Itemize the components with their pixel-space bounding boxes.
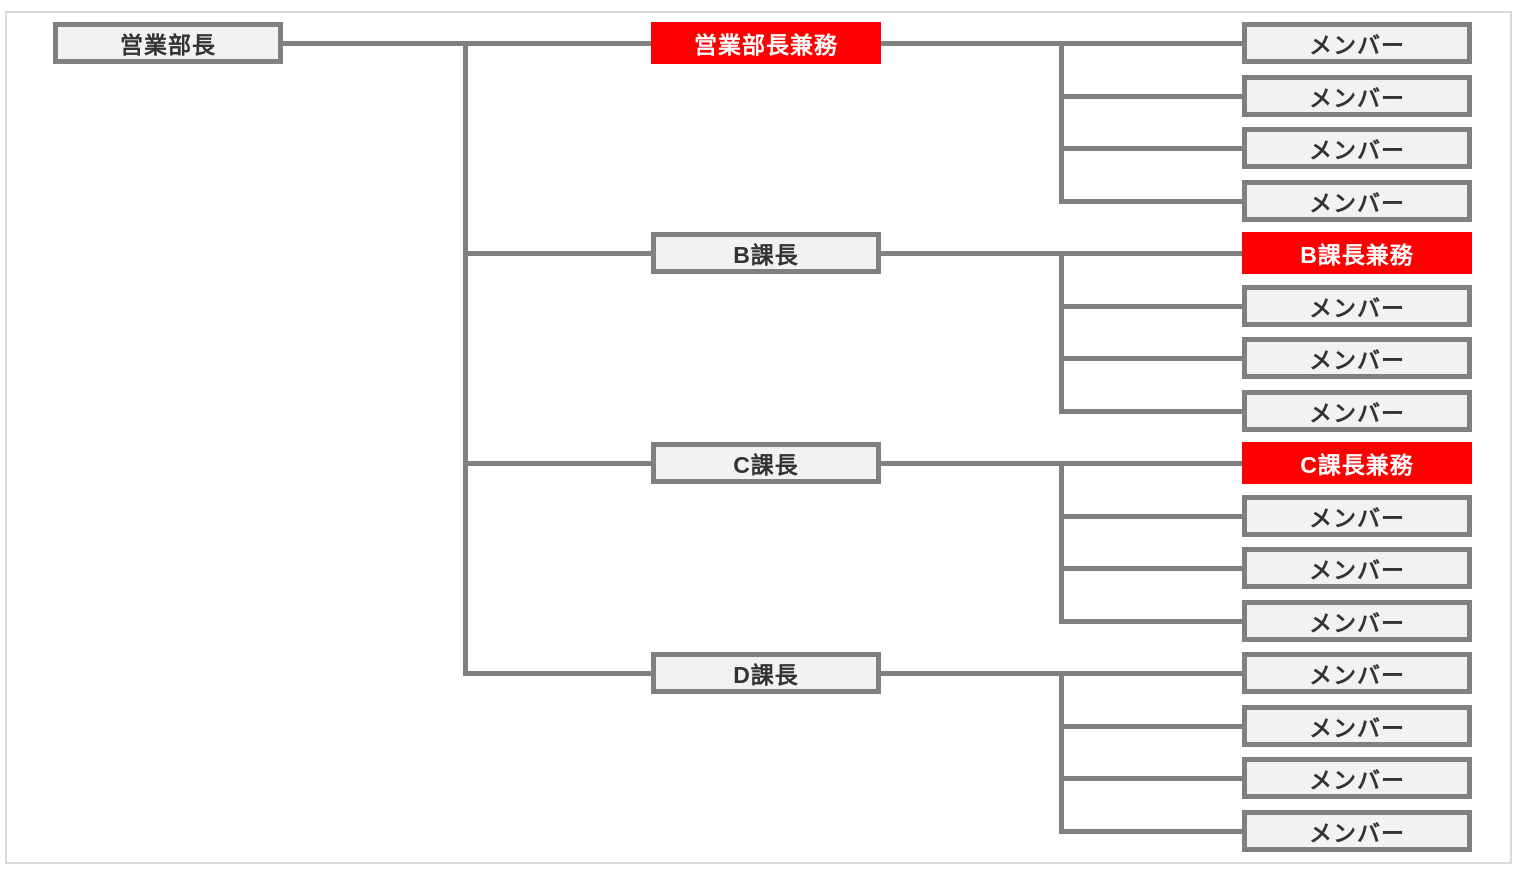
connector-line [1062,199,1242,204]
org-node-label: C課長兼務 [1300,452,1414,478]
connector-line [1062,776,1242,781]
org-node-label: B課長 [733,242,799,268]
connector-line [1062,514,1242,519]
org-node-member: メンバー [1242,127,1472,169]
org-node-label: メンバー [1309,767,1405,793]
connector-line [466,461,651,466]
org-node-section-chief-c-concurrent: C課長兼務 [1242,442,1472,484]
org-node-member: メンバー [1242,390,1472,432]
org-node-member: メンバー [1242,180,1472,222]
org-node-label: メンバー [1309,137,1405,163]
connector-line [1059,41,1064,204]
org-node-sales-dept-manager-concurrent: 営業部長兼務 [651,22,881,64]
connector-line [466,671,651,676]
org-node-label: メンバー [1309,610,1405,636]
org-node-member: メンバー [1242,75,1472,117]
org-node-label: B課長兼務 [1300,242,1414,268]
org-node-label: メンバー [1309,662,1405,688]
connector-line [1059,251,1064,414]
org-node-label: C課長 [733,452,799,478]
connector-line [463,41,468,676]
connector-line [1059,671,1064,834]
org-node-label: D課長 [733,662,799,688]
org-node-label: メンバー [1309,505,1405,531]
org-node-section-chief-b: B課長 [651,232,881,274]
connector-line [1062,304,1242,309]
org-node-sales-dept-manager: 営業部長 [53,22,283,64]
org-node-member: メンバー [1242,547,1472,589]
org-node-label: メンバー [1309,295,1405,321]
org-node-label: メンバー [1309,190,1405,216]
org-node-member: メンバー [1242,757,1472,799]
connector-line [1059,461,1064,624]
org-node-member: メンバー [1242,285,1472,327]
connector-line [1062,619,1242,624]
org-node-label: 営業部長兼務 [694,32,838,58]
connector-line [466,251,651,256]
org-node-member: メンバー [1242,705,1472,747]
org-node-label: メンバー [1309,820,1405,846]
org-node-section-chief-d: D課長 [651,652,881,694]
org-node-member: メンバー [1242,810,1472,852]
org-node-label: メンバー [1309,400,1405,426]
org-node-member: メンバー [1242,337,1472,379]
connector-line [1062,356,1242,361]
connector-line [1062,566,1242,571]
connector-line [1062,146,1242,151]
org-node-member: メンバー [1242,600,1472,642]
connector-line [1062,409,1242,414]
org-node-member: メンバー [1242,495,1472,537]
connector-line [1062,829,1242,834]
connector-line [1062,94,1242,99]
org-node-member: メンバー [1242,22,1472,64]
connector-line [1062,724,1242,729]
org-node-label: メンバー [1309,32,1405,58]
org-node-label: 営業部長 [120,32,216,58]
org-node-label: メンバー [1309,347,1405,373]
org-node-label: メンバー [1309,557,1405,583]
org-node-member: メンバー [1242,652,1472,694]
org-node-label: メンバー [1309,715,1405,741]
org-node-section-chief-c: C課長 [651,442,881,484]
org-node-section-chief-b-concurrent: B課長兼務 [1242,232,1472,274]
org-node-label: メンバー [1309,85,1405,111]
